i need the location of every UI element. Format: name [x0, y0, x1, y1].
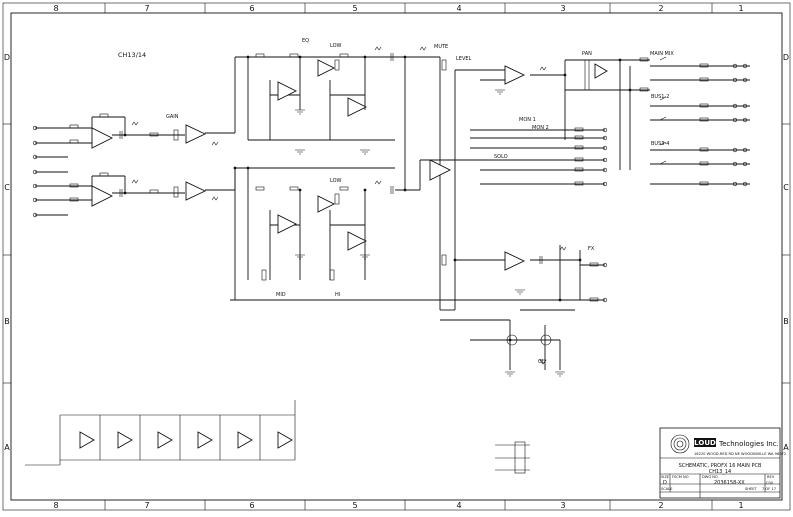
junctions: [123, 55, 632, 342]
mute-label: MUTE: [434, 44, 448, 50]
channel-label: CH13/14: [118, 51, 146, 59]
title-block: LOUD Technologies Inc. 16220 WOOD-RED RD…: [659, 427, 786, 499]
col-label-8-top: 8: [53, 4, 58, 13]
row-label-b-right: B: [783, 317, 789, 326]
mon2-label: MON 2: [532, 125, 549, 131]
bus34-label: BUS3-4: [651, 141, 669, 147]
company-address: 16220 WOOD-RED RD NE WOODINVILLE WA 9807…: [694, 452, 786, 456]
col-label-5-top: 5: [352, 4, 357, 13]
row-label-a-left: A: [4, 443, 10, 452]
opamps: [79, 59, 608, 449]
col-label-7-bottom: 7: [144, 501, 149, 510]
main-mix-label: MAIN MIX: [650, 51, 674, 57]
row-label-c-left: C: [4, 183, 10, 192]
company-logo: LOUD: [670, 434, 716, 454]
col-label-3-top: 3: [560, 4, 565, 13]
rev-value: C00: [766, 481, 774, 485]
component-detail: [32, 46, 748, 377]
size-label: SIZE: [661, 475, 670, 479]
signal-wires: [35, 56, 750, 370]
fscm-label: FSCM NO: [672, 475, 689, 479]
level-label: LEVEL: [456, 56, 472, 62]
dwg-label: DWG NO: [702, 475, 718, 479]
col-label-1-bottom: 1: [738, 501, 743, 510]
dwg-number: 2036158-XX: [714, 480, 745, 486]
col-label-7-top: 7: [144, 4, 149, 13]
col-label-4-top: 4: [456, 4, 461, 13]
gain-label: GAIN: [166, 114, 179, 120]
sheet-label: SHEET: [745, 487, 758, 491]
hi-label: HI: [335, 292, 340, 298]
sheet-value: 7 OF 17: [762, 487, 776, 491]
low-label-lower: LOW: [330, 178, 342, 184]
fx-label: FX: [588, 246, 595, 252]
drawing-title-line1: SCHEMATIC, PROFX 16 MAIN PCB: [679, 463, 762, 469]
sheet-border: [10, 12, 783, 501]
company-name: Technologies Inc.: [718, 440, 779, 448]
col-label-5-bottom: 5: [352, 501, 357, 510]
mon1-label: MON 1: [519, 117, 536, 123]
col-label-8-bottom: 8: [53, 501, 58, 510]
row-label-c-right: C: [783, 183, 789, 192]
sheet-outer-border: [2, 2, 791, 511]
pan-label: PAN: [582, 51, 592, 57]
eq-label: EQ: [302, 38, 309, 44]
power-decoupling-block: [25, 400, 296, 466]
logo-text: LOUD: [694, 439, 716, 447]
size-value: D: [663, 480, 667, 486]
col-label-3-bottom: 3: [560, 501, 565, 510]
col-label-2-bottom: 2: [658, 501, 663, 510]
row-label-d-left: D: [4, 53, 10, 62]
solo-label: SOLO: [494, 154, 508, 160]
row-label-a-right: A: [783, 443, 789, 452]
col-label-6-top: 6: [249, 4, 254, 13]
col-label-1-top: 1: [738, 4, 743, 13]
zone-ticks: [3, 3, 790, 510]
misc-connectors: [495, 441, 530, 474]
col-label-4-bottom: 4: [456, 501, 461, 510]
scale-label: SCALE: [661, 487, 673, 491]
mid-label: MID: [276, 292, 286, 298]
row-label-b-left: B: [4, 317, 10, 326]
row-label-d-right: D: [783, 53, 789, 62]
rev-label: REV: [767, 475, 775, 479]
col-label-2-top: 2: [658, 4, 663, 13]
drawing-title-line2: CH13_14: [709, 469, 731, 475]
col-label-6-bottom: 6: [249, 501, 254, 510]
low-label-upper: LOW: [330, 43, 342, 49]
bus12-label: BUS1-2: [651, 94, 669, 100]
